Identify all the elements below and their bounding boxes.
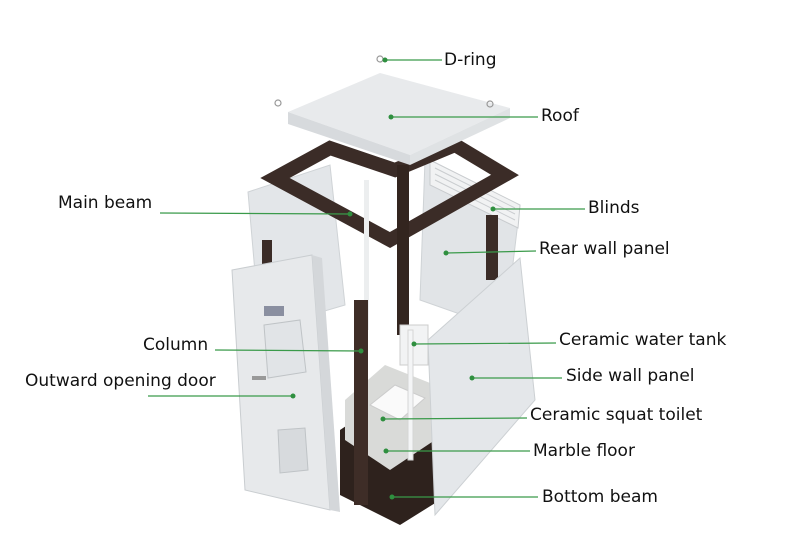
label-main-beam: Main beam bbox=[58, 193, 153, 213]
leader-dots bbox=[290, 57, 496, 500]
label-blinds: Blinds bbox=[588, 198, 640, 218]
label-column: Column bbox=[143, 335, 209, 355]
leader-lines bbox=[148, 59, 585, 498]
label-ceramic-water-tank: Ceramic water tank bbox=[559, 330, 727, 350]
door-vent bbox=[277, 427, 309, 474]
door-handle bbox=[252, 376, 266, 380]
label-ceramic-squat-toilet: Ceramic squat toilet bbox=[530, 405, 703, 425]
pipe bbox=[364, 180, 369, 330]
back-column bbox=[397, 165, 409, 335]
label-outward-opening-door: Outward opening door bbox=[25, 371, 216, 391]
label-rear-wall-panel: Rear wall panel bbox=[539, 239, 670, 259]
label-side-wall-panel: Side wall panel bbox=[566, 366, 695, 386]
main-beam-frame bbox=[260, 137, 519, 248]
label-bottom-beam: Bottom beam bbox=[542, 487, 658, 507]
roof bbox=[288, 73, 510, 155]
label-roof: Roof bbox=[541, 106, 579, 126]
front-column bbox=[354, 300, 368, 505]
rear-right-column bbox=[486, 215, 498, 280]
label-marble-floor: Marble floor bbox=[533, 441, 635, 461]
door-window bbox=[263, 319, 307, 379]
label-d-ring: D-ring bbox=[444, 50, 497, 70]
door-sign bbox=[264, 306, 284, 316]
